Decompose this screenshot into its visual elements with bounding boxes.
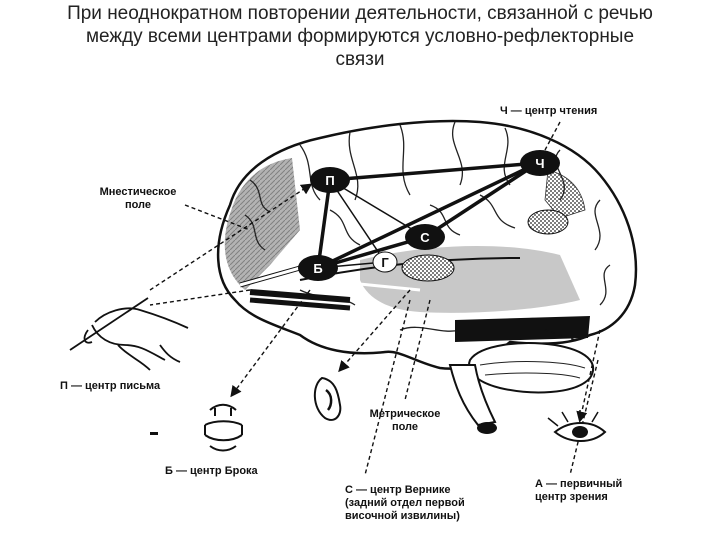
dashed-leaders [149,121,601,476]
label-reading-center: Ч — центр чтения [500,105,598,117]
ear-icon [313,376,342,421]
title-line-3: связи [335,49,385,70]
label-visual-line-1: А — первичный [535,478,623,490]
node-g: Г [372,251,398,273]
mouth-dash-mark [150,432,158,435]
node-wernicke: С [405,224,445,250]
label-mnestic-field: Мнестическое поле [88,186,188,212]
node-writing: П [310,167,350,193]
label-metric-field: Метрическое поле [355,408,455,434]
node-g-letter: Г [381,255,389,270]
page-title: При неоднократном повторении деятельност… [20,2,700,71]
temporal-black-band [455,316,590,342]
label-wernicke-line-1: С — центр Вернике [345,484,451,496]
label-wernicke-line-2: (задний отдел первой [345,497,465,509]
node-writing-letter: П [325,173,334,188]
frontal-shaded-area [224,158,300,290]
title-line-1: При неоднократном повторении деятельност… [67,3,653,24]
label-metric-line-1: Метрическое [369,408,441,420]
label-writing-center: П — центр письма [60,380,161,392]
reading-dotted-zone [527,209,569,235]
title-line-2: между всеми центрами формируются условно… [85,26,635,47]
writing-hand-icon [69,297,189,371]
label-metric-line-2: поле [391,421,419,433]
label-mnestic-line-2: поле [124,199,152,211]
brain-stem-end [477,422,497,434]
cerebellum [468,342,595,394]
node-broca-letter: Б [313,261,322,276]
label-mnestic-line-1: Мнестическое [99,186,177,198]
label-visual-center: А — первичный центр зрения [535,478,622,504]
eye-icon [547,410,607,442]
label-wernicke-line-3: височной извилины) [345,510,460,522]
wernicke-dotted-zone [401,254,455,282]
node-wernicke-letter: С [420,230,430,245]
node-reading: Ч [520,150,560,176]
cerebellum-folds [479,361,586,379]
mouth-icon [204,403,243,452]
node-reading-letter: Ч [535,156,544,171]
label-visual-line-2: центр зрения [535,491,608,503]
node-broca: Б [298,255,338,281]
label-broca-center: Б — центр Брока [165,465,258,477]
label-wernicke-center: С — центр Вернике (задний отдел первой в… [345,484,465,523]
